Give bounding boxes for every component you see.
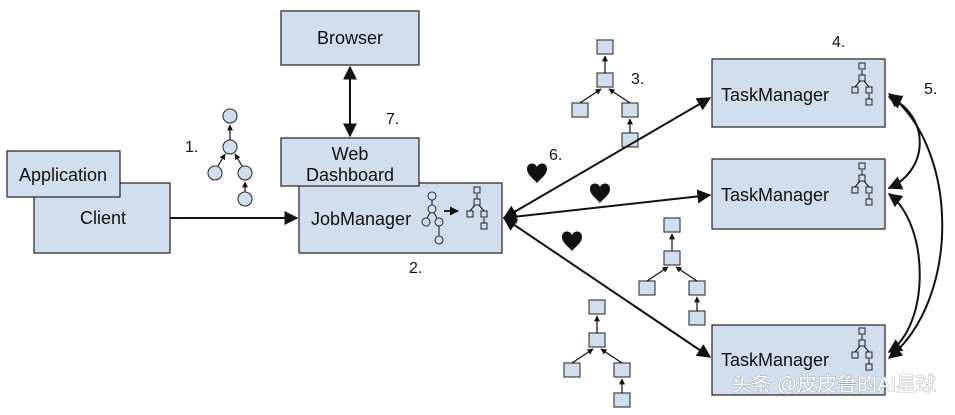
application-label: Application	[19, 165, 107, 185]
jobmanager-dataflow-graph	[421, 186, 488, 245]
step-label-5: 5.	[924, 81, 937, 98]
task-graph-upper	[639, 218, 705, 325]
web-dashboard-box: Web Dashboard	[280, 137, 420, 187]
task-graph-3	[572, 40, 638, 147]
heart-icon	[590, 183, 610, 203]
step-label-4: 4.	[832, 34, 845, 51]
browser-box: Browser	[280, 10, 420, 66]
step-label-2: 2.	[409, 260, 422, 277]
dataflow-graph-1	[207, 108, 253, 207]
heart-icon	[527, 163, 547, 183]
jm-tm1-link	[502, 97, 712, 219]
watermark: 头条 @皮皮鲁的AI星球	[731, 373, 936, 396]
step-label-7: 7.	[386, 111, 399, 128]
task-graph-lower	[564, 300, 630, 407]
taskmanager-box-3: TaskManager	[711, 324, 886, 396]
heart-icon	[562, 231, 582, 251]
jm-tm2-link	[502, 189, 712, 224]
web-dashboard-label-line2: Dashboard	[306, 165, 394, 185]
taskmanager-box-2: TaskManager	[711, 158, 886, 230]
jobmanager-label: JobManager	[311, 209, 411, 229]
step-label-6: 6.	[549, 147, 562, 164]
jobmanager-box: JobManager	[298, 182, 503, 254]
web-dashboard-label-line1: Web	[332, 144, 369, 164]
browser-label: Browser	[317, 28, 383, 48]
taskmanager-box-1: TaskManager	[711, 58, 886, 128]
jm-tm3-link	[502, 217, 712, 358]
tm1-tm2-link	[887, 95, 921, 190]
step-label-1: 1.	[185, 139, 198, 156]
taskmanager-label-1: TaskManager	[721, 85, 829, 105]
taskmanager-label-2: TaskManager	[721, 185, 829, 205]
taskmanager-label-3: TaskManager	[721, 350, 829, 370]
tm1-tm3-link	[887, 93, 944, 359]
step-label-3: 3.	[631, 71, 644, 88]
client-label: Client	[80, 208, 126, 228]
application-box: Application	[6, 150, 121, 198]
